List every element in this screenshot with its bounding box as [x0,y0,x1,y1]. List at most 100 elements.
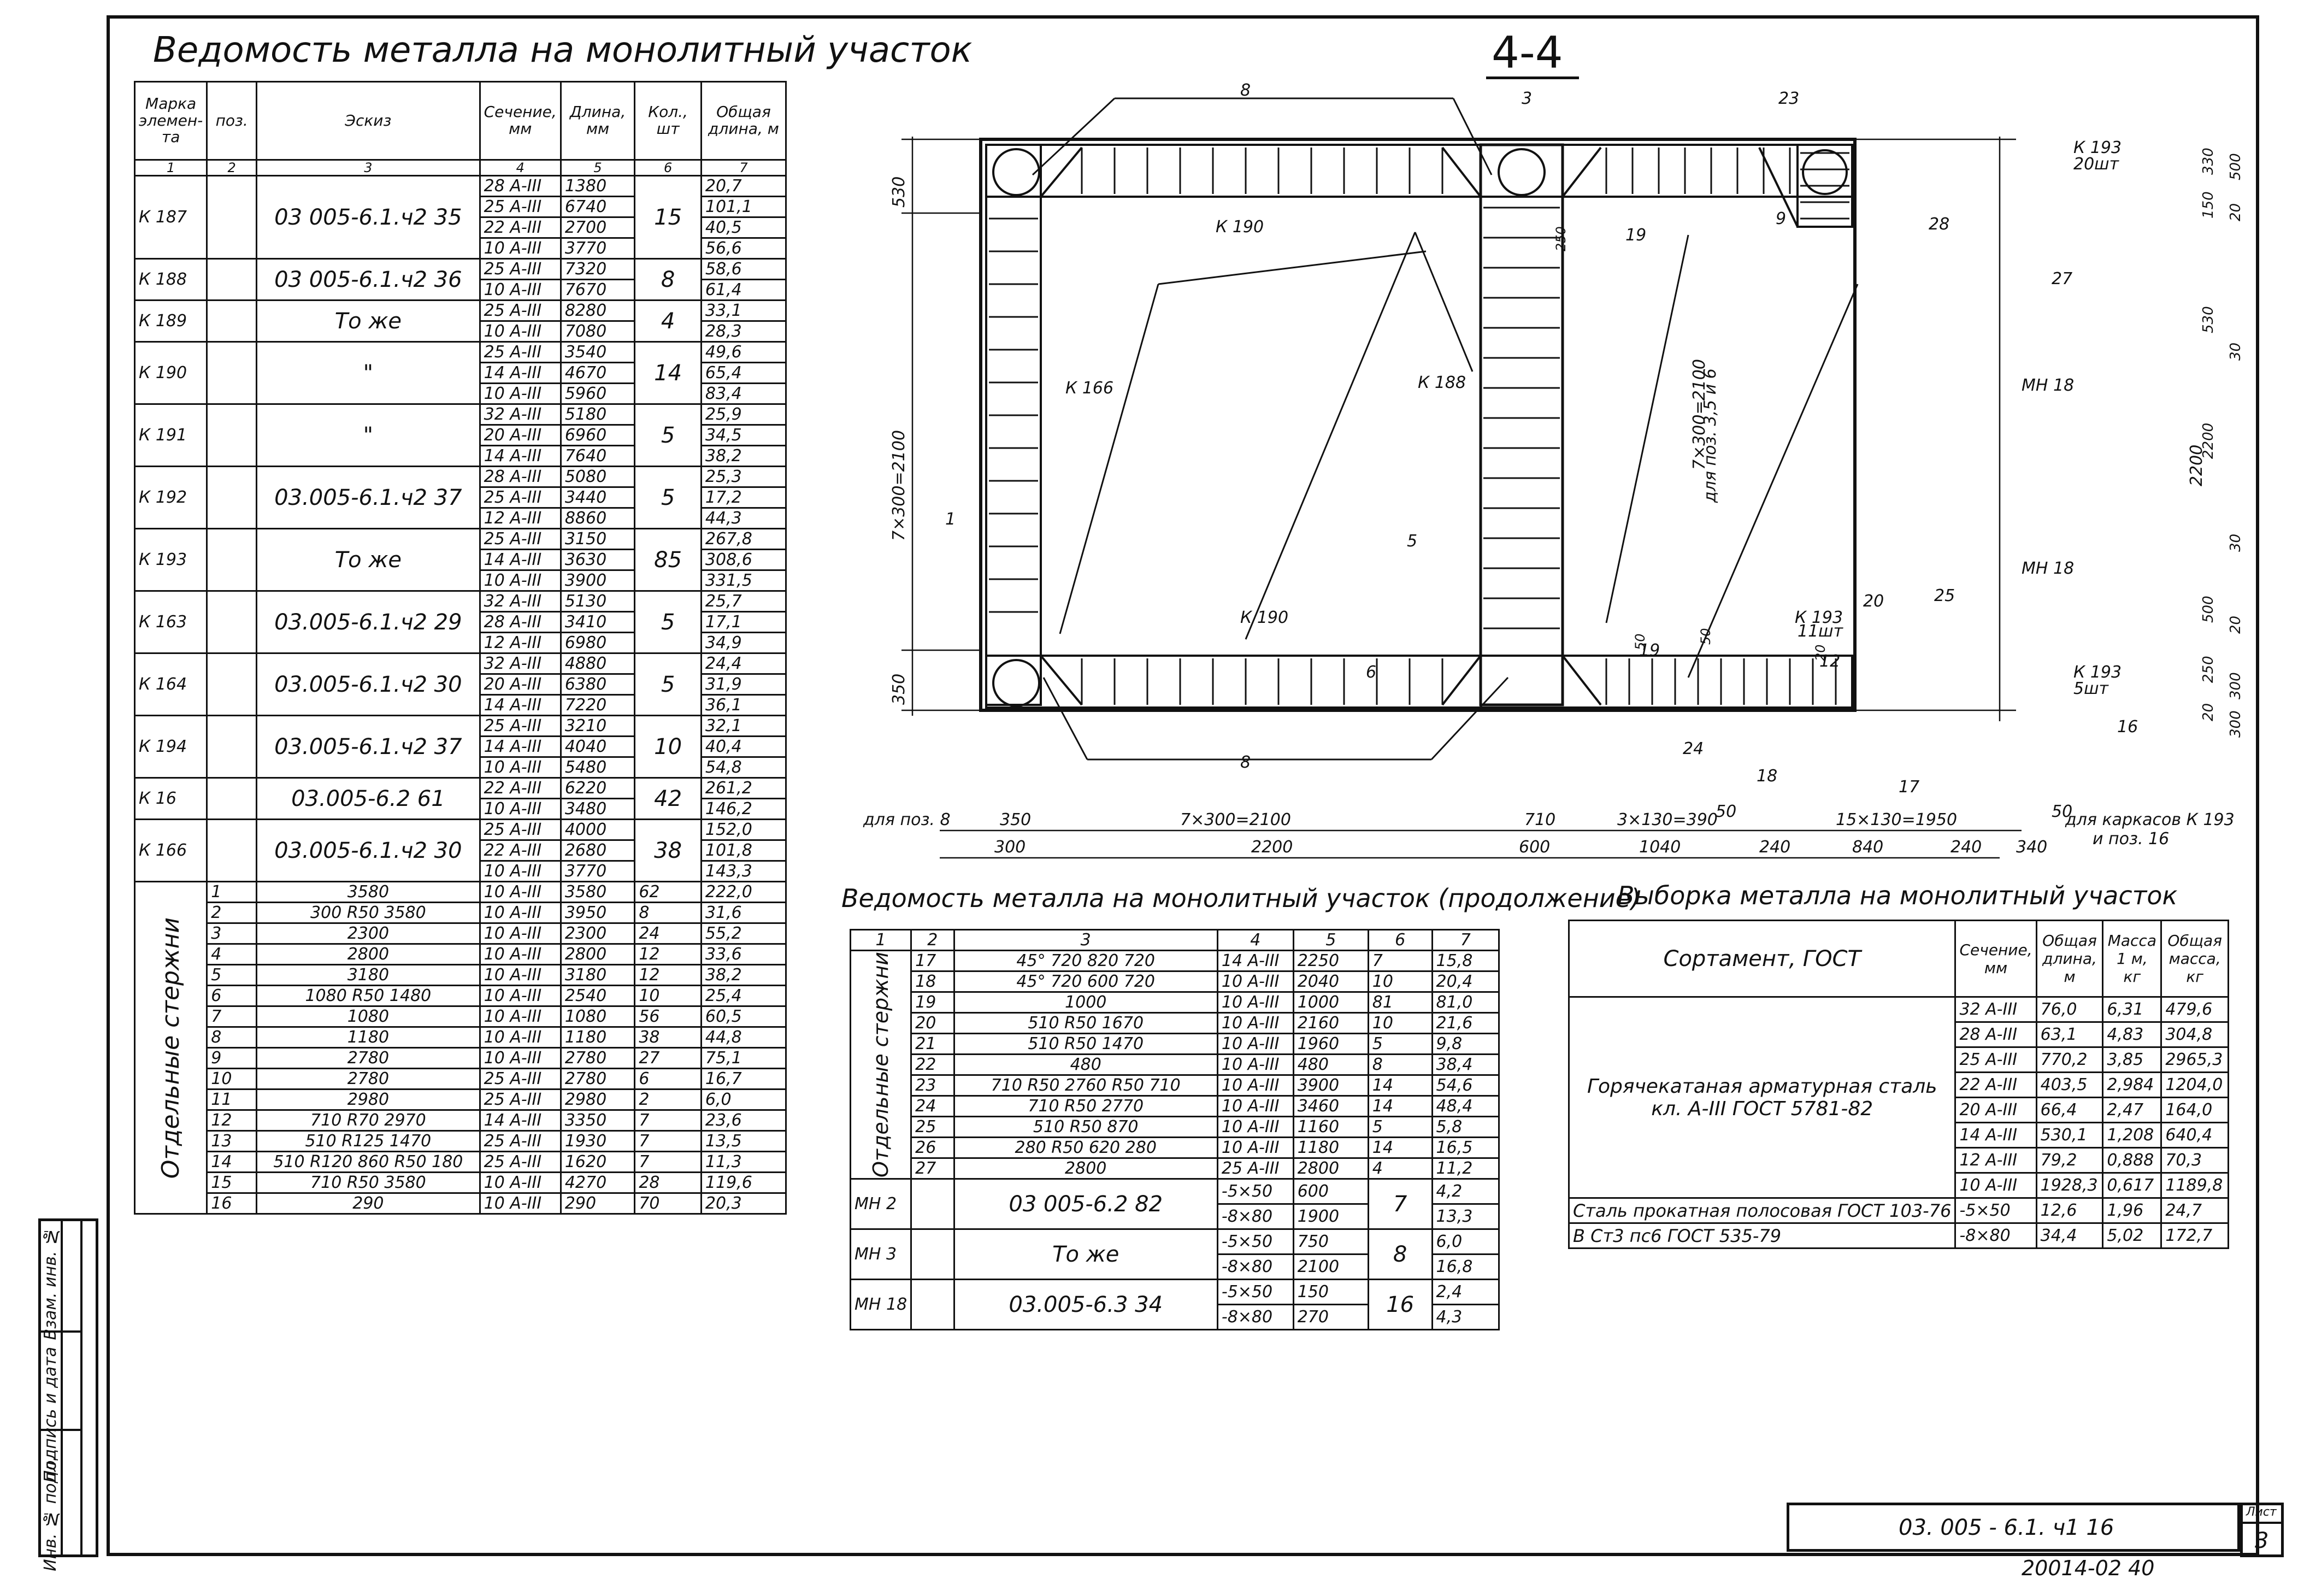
sheet-block: Лист 3 [2240,1503,2284,1557]
table-cell: 32 A-III [479,403,562,426]
table-cell: 7 [634,1109,702,1132]
table-cell: 0,617 [2102,1172,2162,1199]
table-cell: К 164 [133,652,208,717]
table-cell: К 188 [133,258,208,302]
table-cell: 5480 [559,756,636,779]
table-cell: К 187 [133,175,208,260]
table-cell: 5,8 [1431,1116,1500,1138]
table-cell: 45° 720 820 720 [953,950,1218,972]
table-cell: 3180 [559,964,636,987]
title-selection: Выборка металла на монолитный участок [1617,881,2178,910]
table-cell: 2780 [559,1068,636,1091]
table-cell: 510 R50 1670 [953,1012,1218,1034]
table-cell: 56 [634,1005,702,1028]
table-cell: 2,47 [2102,1097,2162,1123]
table-cell: 11 [206,1088,258,1111]
table-cell [206,403,258,468]
table-cell: 19 [910,991,955,1014]
table-cell: 9 [206,1047,258,1070]
table-cell: К 166 [133,818,208,883]
table-cell: 10 [1367,1012,1433,1034]
table-cell: 2800 [953,1157,1218,1180]
table-cell: 10 A-III [479,985,562,1008]
table-cell: 1180 [256,1026,481,1049]
table-cell: 4 [206,943,258,966]
dimension-label: 350 [1000,810,1031,829]
table-cell: 1180 [559,1026,636,1049]
callout-label: для поз. 3,5 и 6 [1701,368,1720,503]
table-cell: 25 A-III [479,1088,562,1111]
callout-label: 20шт [2073,155,2120,174]
table-cell: 3350 [559,1109,636,1132]
callout-label: К 190 [1240,608,1288,627]
table-cell: 12 [634,964,702,987]
table-cell: 3900 [559,569,636,592]
table-cell: 7640 [559,445,636,468]
table-cell: 2 [634,1088,702,1111]
table-cell: 10 A-III [479,902,562,924]
dimension-label: 330 [2200,148,2217,175]
bars-label: Отдельные стержни [157,917,185,1179]
table-cell: -8×80 [1216,1304,1294,1330]
table-cell: 44,3 [700,507,787,530]
table-cell: 4,83 [2102,1021,2162,1048]
callout-label: 7×300=2100 [1690,359,1709,470]
table-cell: 3180 [256,964,481,987]
table-cell: 70,3 [2160,1147,2229,1174]
table-cell: 3580 [559,881,636,904]
table-cell: К 193 [133,528,208,592]
table-cell: 34,9 [700,632,787,655]
table-cell: 03.005-6.1.ч2 37 [256,466,481,530]
table-cell: 10 A-III [479,943,562,966]
dimension-label: 300 [994,838,1026,857]
table-cell: 85 [634,528,702,592]
column-number: 4 [479,158,562,177]
table-cell: 600 [1292,1178,1369,1205]
table-cell: 10 A-III [1216,1116,1294,1138]
dimension-label: 240 [1759,838,1790,857]
callout-label: МН 18 [2022,376,2074,395]
column-header: поз. [206,81,258,161]
table-cell: К 190 [133,341,208,405]
bars-label: Отдельные стержни [869,952,893,1177]
table-cell: 33,6 [700,943,787,966]
table-cell: " [256,403,481,468]
table-cell: 54,6 [1431,1074,1500,1097]
table-cell: 27 [634,1047,702,1070]
table-cell: 12 A-III [479,632,562,655]
callout-label: 20 [1863,592,1884,611]
table-cell: 1180 [1292,1136,1369,1159]
table-cell: 20 [910,1012,955,1034]
table-cell: 3440 [559,486,636,509]
callout-label: К 193 [2073,663,2122,682]
column-header: Кол., шт [634,81,702,161]
sheet-label: Лист [2246,1505,2277,1519]
table-cell: 14 A-III [479,362,562,385]
sidebar-label-sign: Подпись и дата [41,1347,60,1483]
table-cell: 4 [634,299,702,343]
table-cell: 13 [206,1130,258,1153]
table-cell: МН 18 [849,1279,912,1330]
table-cell: 18 [910,970,955,993]
table-cell: 14 [1367,1136,1433,1159]
table-cell: 1,96 [2102,1197,2162,1224]
table-cell: 101,1 [700,196,787,219]
dimension-label: 3×130=390 [1617,810,1718,829]
table-cell: 2 [910,929,955,951]
table-cell: 5 [1292,929,1369,951]
table-cell: 1080 R50 1480 [256,985,481,1008]
table-cell [206,175,258,260]
